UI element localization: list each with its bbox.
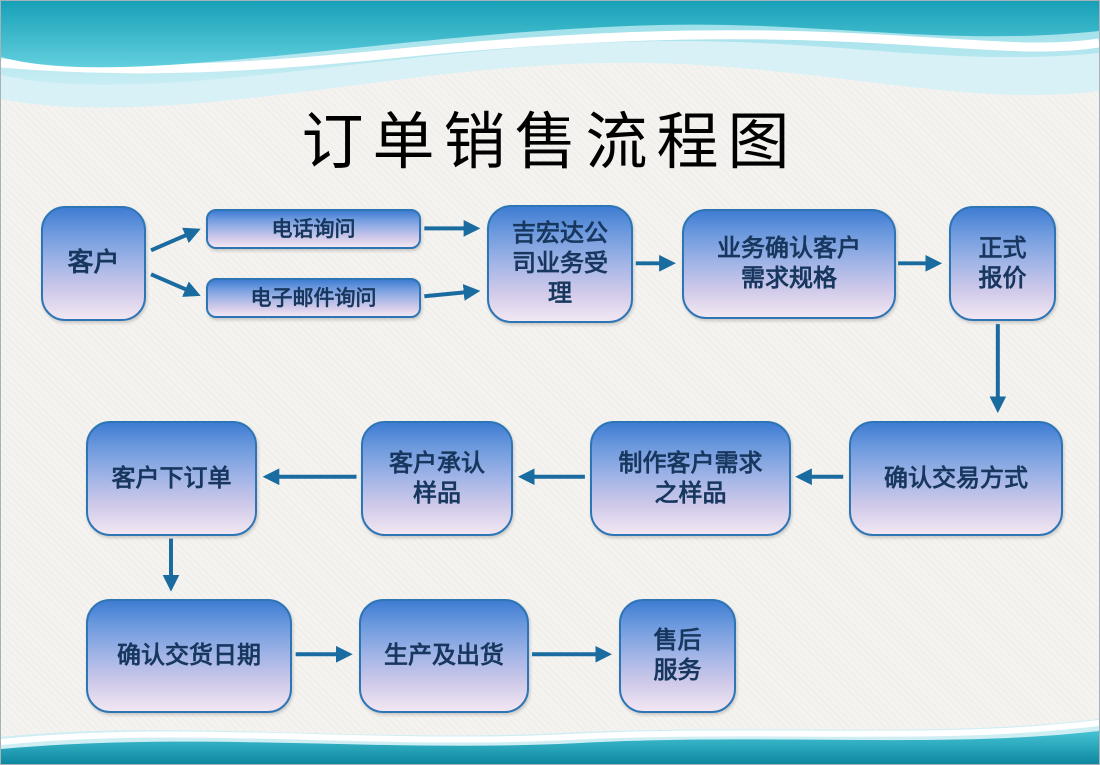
arrow-email-to-company [424, 284, 481, 301]
flow-arrow-group [150, 220, 1007, 663]
wave-white-ribbon [1, 720, 1099, 745]
node-phone-inquiry: 电话询问 [206, 209, 421, 249]
wave-white-ribbon [1, 30, 1099, 74]
node-place-order: 客户下订单 [86, 421, 257, 536]
slide-title: 订单销售流程图 [301, 109, 799, 177]
node-formal-quote: 正式 报价 [949, 206, 1056, 321]
bottom-wave-decoration [1, 719, 1099, 764]
node-confirm-transaction: 确认交易方式 [849, 421, 1063, 536]
node-approve-sample: 客户承认 样品 [361, 421, 513, 536]
node-production-shipping: 生产及出货 [359, 599, 529, 713]
wave-layer-teal [1, 1, 1099, 68]
node-confirm-delivery: 确认交货日期 [86, 599, 292, 713]
wave-layer-teal [1, 731, 1099, 764]
node-email-inquiry: 电子邮件询问 [206, 278, 421, 318]
node-company-acceptance: 吉宏达公 司业务受 理 [487, 205, 633, 323]
node-confirm-specs: 业务确认客户 需求规格 [682, 209, 896, 319]
arrow-customer-to-phone [150, 227, 201, 253]
node-make-sample: 制作客户需求 之样品 [590, 421, 791, 536]
node-customer: 客户 [41, 206, 146, 321]
top-wave-decoration [1, 1, 1099, 108]
node-after-sales: 售后 服务 [619, 599, 736, 713]
arrow-customer-to-email [150, 272, 201, 297]
